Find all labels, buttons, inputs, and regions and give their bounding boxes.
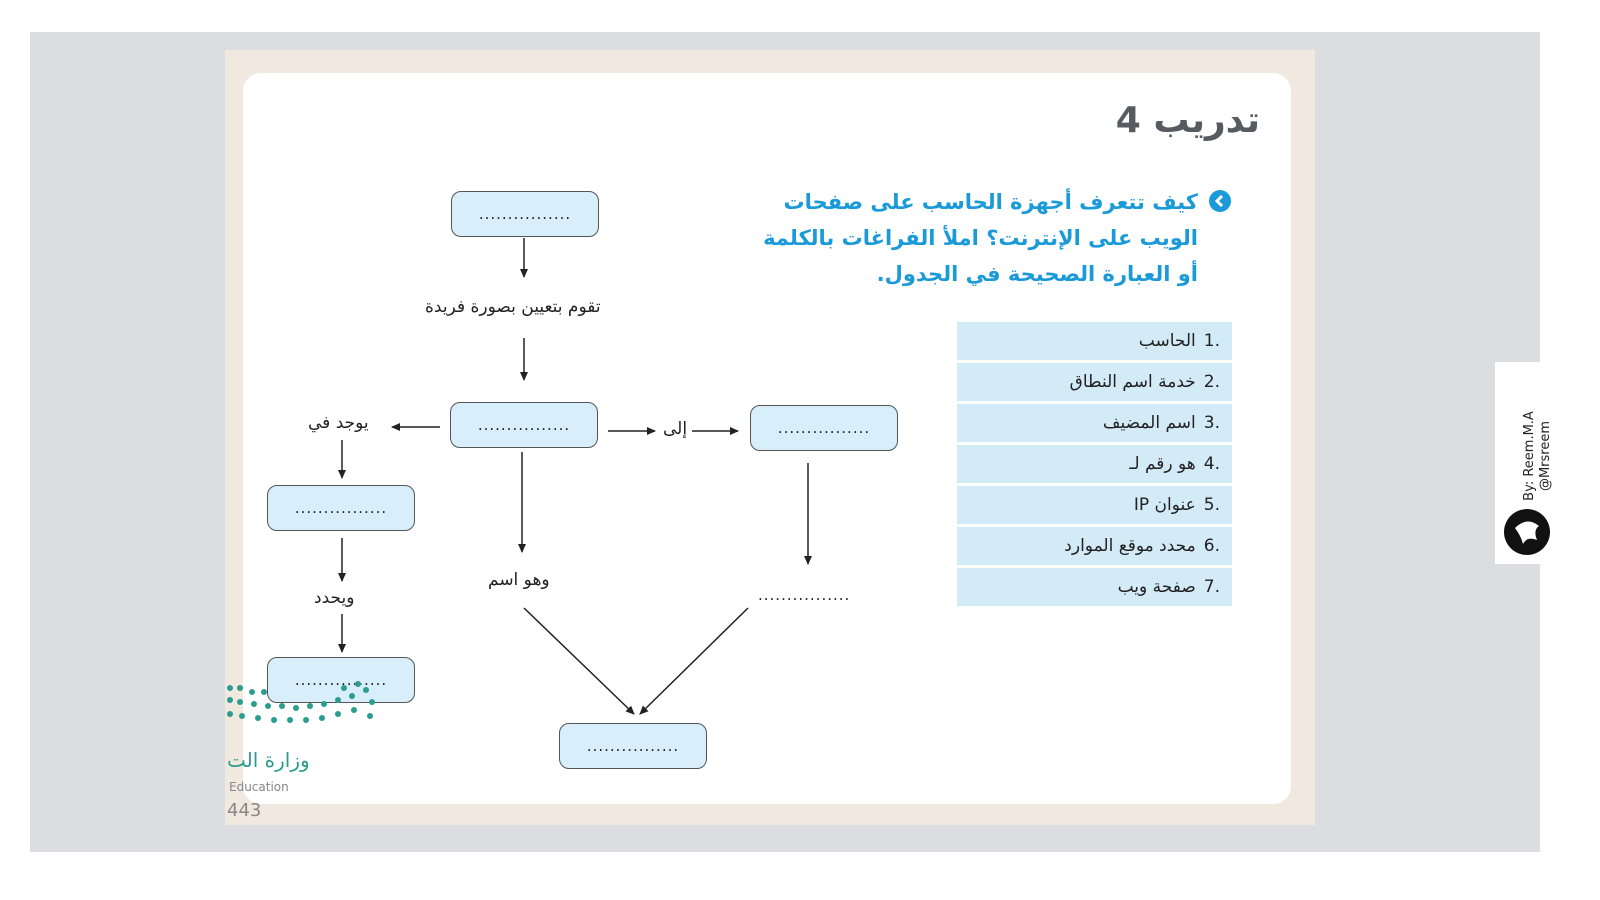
table-row: .3 اسم المضيف — [957, 404, 1232, 442]
table-row: .1 الحاسب — [957, 322, 1232, 360]
row-number: .1 — [1203, 331, 1220, 351]
row-number: .2 — [1203, 372, 1220, 392]
table-row: .4 هو رقم لـ — [957, 445, 1232, 483]
ministry-logo-text: وزارة الت — [227, 748, 310, 772]
blank-box-bottom: ................ — [559, 723, 707, 769]
row-text: عنوان IP — [1133, 495, 1196, 515]
blank-box-center: ................ — [450, 402, 598, 448]
credit-line: By: Reem.M.A — [1522, 411, 1537, 501]
row-text: صفحة ويب — [1117, 577, 1196, 597]
row-number: .7 — [1203, 577, 1220, 597]
row-text: اسم المضيف — [1102, 413, 1196, 433]
table-row: .6 محدد موقع الموارد — [957, 527, 1232, 565]
blank-box-right: ................ — [750, 405, 898, 451]
question-line: الويب على الإنترنت؟ املأ الفراغات بالكلم… — [763, 226, 1198, 250]
credit-text: By: Reem.M.A @Mrsreem — [1522, 406, 1554, 506]
row-number: .3 — [1203, 413, 1220, 433]
label-to: إلى — [663, 419, 688, 439]
table-row: .2 خدمة اسم النطاق — [957, 363, 1232, 401]
row-text: الحاسب — [1138, 331, 1196, 351]
row-number: .6 — [1203, 536, 1220, 556]
arrow-line — [639, 607, 749, 715]
credit-line: @Mrsreem — [1538, 420, 1553, 492]
label-found-in: يوجد في — [308, 413, 369, 433]
exercise-title: تدريب 4 — [1115, 100, 1260, 141]
row-number: .5 — [1203, 495, 1220, 515]
ministry-logo-dots — [227, 681, 375, 723]
row-text: محدد موقع الموارد — [1064, 536, 1196, 556]
label-assign: تقوم بتعيين بصورة فريدة — [425, 297, 601, 317]
row-number: .4 — [1203, 454, 1220, 474]
blank-text: ................ — [758, 586, 851, 604]
blank-box-left-2: ................ — [267, 657, 415, 703]
arrow-line — [523, 607, 635, 715]
row-text: هو رقم لـ — [1129, 454, 1196, 474]
page-number: 443 — [227, 800, 262, 821]
author-logo-icon — [1504, 509, 1550, 555]
question-line: كيف تتعرف أجهزة الحاسب على صفحات — [783, 190, 1198, 214]
blank-box-top: ................ — [451, 191, 599, 237]
table-row: .5 عنوان IP — [957, 486, 1232, 524]
question-text: كيف تتعرف أجهزة الحاسب على صفحات الويب ع… — [763, 184, 1198, 292]
chevron-left-icon — [1209, 190, 1231, 212]
ministry-logo-subtitle: Education — [229, 780, 289, 794]
label-determines: ويحدد — [314, 588, 355, 608]
blank-box-left-1: ................ — [267, 485, 415, 531]
table-row: .7 صفحة ويب — [957, 568, 1232, 606]
row-text: خدمة اسم النطاق — [1069, 372, 1196, 392]
label-and-name: وهو اسم — [488, 570, 550, 590]
question-line: أو العبارة الصحيحة في الجدول. — [876, 262, 1198, 286]
